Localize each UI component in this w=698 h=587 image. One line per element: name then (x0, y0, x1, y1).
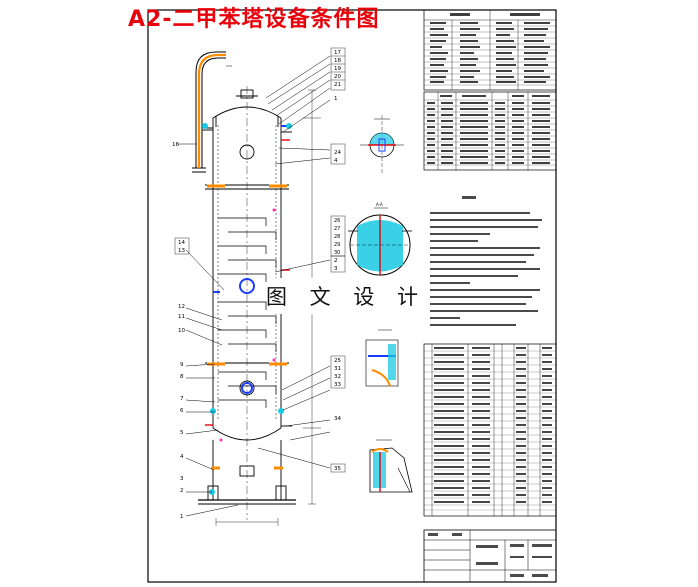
callout: 12 (178, 304, 185, 310)
callout-numbers: 17 18 19 20 21 1 16 24 14 13 12 11 10 9 … (172, 50, 341, 520)
overhead-pipe (192, 51, 226, 173)
parts-list-table (423, 343, 557, 517)
detail-view-4 (369, 439, 413, 493)
parts-list-rows (424, 350, 556, 511)
callout: 33 (334, 382, 341, 388)
overhead-pipe-highlight (197, 53, 226, 168)
page-title: A2-二甲苯塔设备条件图 (128, 7, 380, 32)
technical-notes (430, 196, 542, 326)
detail-view-3 (365, 329, 399, 387)
design-data-rows (424, 25, 556, 86)
red-markers (205, 139, 290, 426)
callout: 16 (172, 142, 179, 148)
svg-text:A-A: A-A (376, 202, 383, 207)
callout: 7 (180, 396, 184, 402)
callout: 13 (178, 248, 185, 254)
nozzle-table-fill (427, 95, 550, 164)
callout: 1 (180, 514, 184, 520)
side-label-boxes (330, 215, 346, 257)
detail-view-2: A-A (348, 202, 412, 276)
callout: 10 (178, 328, 185, 334)
detail-view-1 (360, 115, 404, 175)
callout: 35 (334, 466, 341, 472)
parts-list-fill (434, 347, 552, 503)
callout: 34 (334, 416, 341, 422)
highlighted-feed-nozzle (213, 125, 292, 394)
leader-lines (178, 55, 331, 517)
callout: 18 (334, 58, 341, 64)
callout: 4 (180, 454, 184, 460)
callout: 11 (178, 314, 185, 320)
side-label: 28 (334, 234, 340, 240)
callout: 19 (334, 66, 341, 72)
callout: 3 (180, 476, 184, 482)
side-label: 30 (334, 250, 340, 256)
title-block (423, 529, 557, 583)
design-data-fill (430, 13, 550, 83)
callout: 5 (180, 430, 184, 436)
callout: 6 (180, 408, 184, 414)
side-label: 26 (334, 218, 340, 224)
orange-markers (207, 184, 287, 470)
pink-markers (219, 208, 276, 442)
title-block-fill (428, 533, 552, 577)
callout: 2 (180, 488, 184, 494)
watermark: 图 文 设 计 (265, 285, 427, 309)
callout: 2 (334, 258, 338, 264)
callout: 9 (180, 362, 184, 368)
side-label: 29 (334, 242, 340, 248)
callout: 32 (334, 374, 341, 380)
tray-stack (218, 217, 277, 408)
sheet-border (147, 9, 557, 583)
callout: 25 (334, 358, 341, 364)
callout: 31 (334, 366, 341, 372)
watermark-box: 图 文 设 计 (265, 278, 427, 314)
nozzle-table-rows (424, 99, 556, 166)
callout: 21 (334, 82, 341, 88)
callout: 3 (334, 266, 338, 272)
callout-boxes (174, 47, 346, 473)
callout: 14 (178, 240, 185, 246)
callout: 4 (334, 158, 338, 164)
callout: 20 (334, 74, 341, 80)
side-labels: 26 27 28 29 30 (334, 218, 340, 256)
callout: 8 (180, 374, 184, 380)
callout: 24 (334, 150, 341, 156)
callout: 17 (334, 50, 341, 56)
callout: 1 (334, 96, 338, 102)
nozzle-table (423, 91, 557, 171)
side-label: 27 (334, 226, 340, 232)
